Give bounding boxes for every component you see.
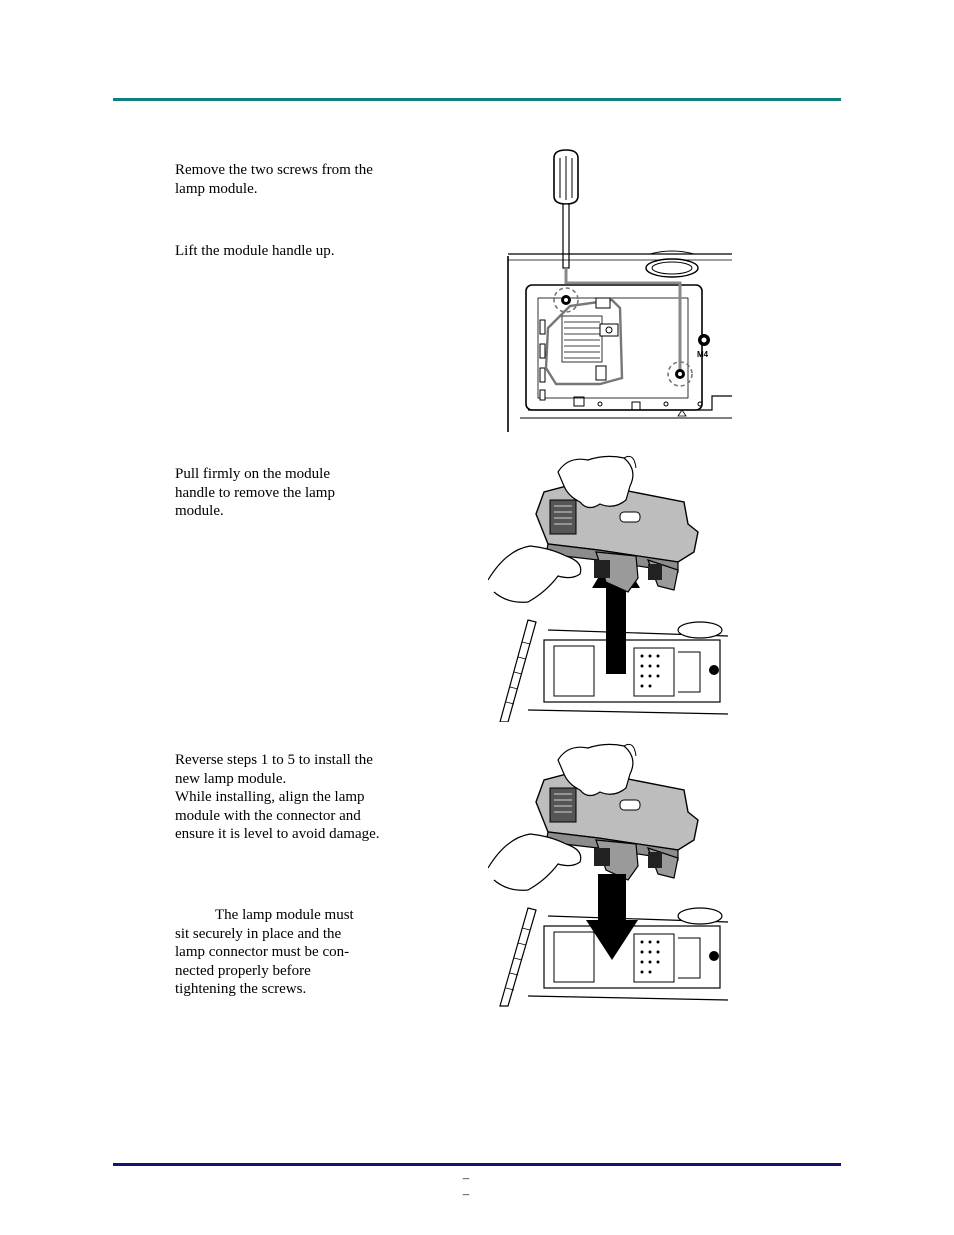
step-pull-module-text: Pull firmly on the module handle to remo… (175, 466, 335, 520)
screw-right-icon (667, 361, 693, 387)
figure-pull-module (488, 452, 733, 722)
step-lift-handle-text: Lift the module handle up. (175, 243, 335, 259)
module-removal-illustration (488, 455, 729, 722)
step-reverse: Reverse steps 1 to 5 to install the new … (175, 751, 381, 844)
module-install-illustration (488, 743, 729, 1007)
step-lift-handle: Lift the module handle up. (175, 242, 385, 261)
screw-size-label: M4 (697, 350, 709, 359)
hand-left-icon (488, 545, 582, 603)
hand-top-icon (557, 743, 634, 797)
arrow-down-icon (586, 874, 638, 960)
screwdriver-icon (553, 149, 579, 269)
step-reverse-line1: Reverse steps 1 to 5 to install the new … (175, 752, 373, 787)
note-text: The lamp module must sit securely in pla… (175, 907, 354, 998)
page-number: – – (462, 1170, 492, 1201)
hand-top-icon (557, 455, 634, 509)
step-remove-screws-text: Remove the two screws from the lamp modu… (175, 162, 373, 197)
hand-left-icon (488, 833, 582, 891)
projector-base (499, 907, 729, 1007)
note-block: The lamp module must sit securely in pla… (175, 906, 371, 999)
note-paragraph: The lamp module must sit securely in pla… (175, 906, 371, 999)
figure-install-module (488, 740, 733, 1010)
footer-rule (113, 1163, 841, 1166)
figure-remove-screws: M4 (500, 148, 740, 438)
step-reverse-line2: While installing, align the lamp module … (175, 789, 380, 843)
projector-base (499, 619, 729, 722)
screw-removal-illustration: M4 (507, 149, 732, 432)
step-remove-screws: Remove the two screws from the lamp modu… (175, 161, 385, 198)
header-rule (113, 98, 841, 101)
lamp-module (535, 481, 699, 593)
lamp-module (535, 769, 699, 881)
step-pull-module: Pull firmly on the module handle to remo… (175, 465, 355, 521)
screw-left-icon (553, 287, 579, 313)
